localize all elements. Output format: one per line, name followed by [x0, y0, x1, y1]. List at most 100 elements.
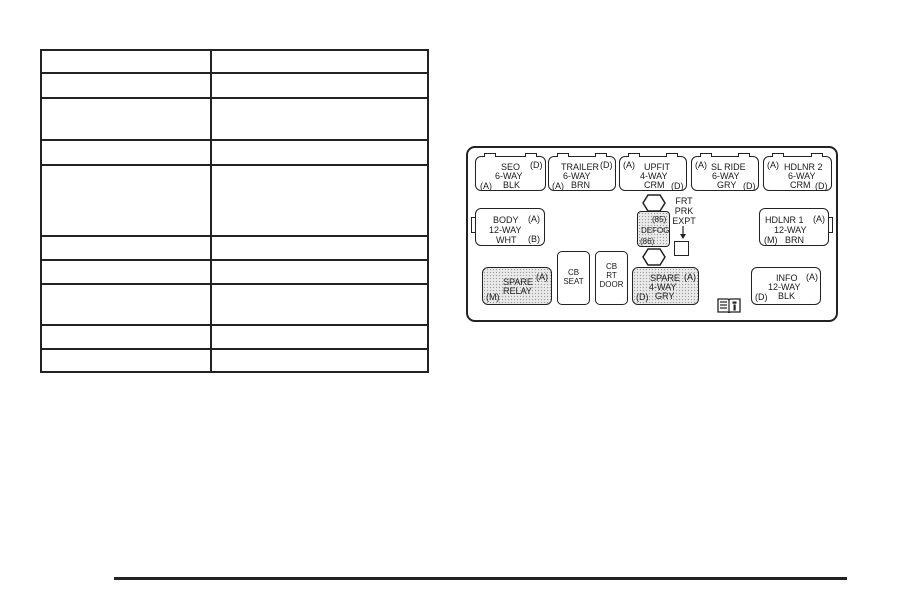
table-row: [40, 324, 429, 350]
upfit-label: UPFIT: [644, 162, 670, 172]
spare-relay-sublabel: RELAY: [503, 286, 532, 296]
table-cell: [40, 348, 212, 373]
info-color: BLK: [778, 291, 796, 301]
cb-seat-sublabel: SEAT: [563, 277, 584, 286]
info-connector: INFO (A) 12-WAY (D) BLK: [751, 267, 821, 305]
connector-tab: [829, 217, 833, 233]
connector-tab: [595, 153, 607, 157]
arrow-down-icon: [680, 226, 686, 239]
page-divider: [114, 577, 847, 580]
sl-ride-label: SL RIDE: [711, 162, 746, 172]
fuse-block-panel: [466, 146, 838, 322]
defog-pin-85: (85): [652, 215, 667, 224]
connector-tab: [484, 153, 496, 157]
table-cell: [210, 72, 429, 99]
body-pin-b: (B): [528, 234, 540, 244]
connector-tab: [525, 153, 537, 157]
prk-label: PRK: [674, 206, 694, 216]
defog-relay: (85) DEFOG (86): [637, 211, 670, 247]
connector-tab: [811, 153, 823, 157]
hdlnr2-label: HDLNR 2: [784, 162, 823, 172]
upfit-color: CRM: [644, 180, 665, 190]
spare-relay-label: SPARE: [503, 277, 533, 287]
spare-4way-ways: 4-WAY: [649, 282, 677, 292]
frt-prk-expt-fuse: [674, 241, 689, 256]
upfit-connector: (A) UPFIT 4-WAY CRM (D): [619, 153, 687, 191]
trailer-pin-a: (A): [552, 181, 564, 191]
owner-manual-icon: [717, 298, 741, 313]
table-row: [40, 235, 429, 261]
info-label: INFO: [776, 273, 798, 283]
connector-tab: [772, 153, 784, 157]
sl-ride-color: GRY: [717, 180, 737, 190]
hdlnr1-label: HDLNR 1: [765, 215, 804, 225]
seo-pin-a: (A): [480, 181, 492, 191]
upfit-ways: 4-WAY: [640, 171, 668, 181]
seo-color: BLK: [503, 180, 521, 190]
connector-tab: [557, 153, 569, 157]
body-ways: 12-WAY: [489, 225, 522, 235]
body-label: BODY: [493, 215, 519, 225]
connector-tab: [666, 153, 678, 157]
table-cell: [40, 164, 212, 237]
hdlnr2-pin-d: (D): [815, 181, 828, 191]
spare-4way-color: GRY: [655, 291, 675, 301]
sl-ride-pin-a: (A): [695, 160, 707, 170]
spare-4way-pin-a: (A): [684, 272, 696, 282]
connector-tab: [700, 153, 712, 157]
table-cell: [40, 97, 212, 141]
hdlnr1-pin-m: (M): [764, 235, 778, 245]
table-cell: [210, 348, 429, 373]
table-cell: [210, 324, 429, 350]
cb-rt-door-breaker: CB RT DOOR: [595, 251, 628, 305]
hexagon-icon: [642, 194, 666, 212]
table-cell: [210, 283, 429, 326]
spare-relay-pin-m: (M): [486, 292, 500, 302]
trailer-ways: 6-WAY: [563, 171, 591, 181]
body-color: WHT: [496, 235, 517, 245]
table-row: [40, 164, 429, 237]
table-cell: [210, 139, 429, 166]
spare-4way-label: SPARE: [650, 273, 680, 283]
spare-4way-pin-d: (D): [636, 292, 649, 302]
body-connector: BODY (A) 12-WAY WHT (B): [471, 208, 545, 246]
spare-relay-connector: SPARE (A) RELAY (M): [482, 267, 552, 305]
frt-prk-expt-label: FRT PRK EXPT: [672, 196, 696, 226]
seo-connector: SEO (D) 6-WAY (A) BLK: [475, 153, 546, 191]
table-row: [40, 97, 429, 141]
expt-label: EXPT: [672, 216, 696, 226]
body-pin-a: (A): [528, 214, 540, 224]
table-row: [40, 139, 429, 166]
table-cell: [40, 49, 212, 74]
table-cell: [40, 283, 212, 326]
hdlnr2-pin-a: (A): [767, 160, 779, 170]
table-row: [40, 49, 429, 74]
info-pin-d: (D): [755, 292, 768, 302]
table-row: [40, 348, 429, 373]
hdlnr2-ways: 6-WAY: [788, 171, 816, 181]
connector-tab: [471, 217, 475, 233]
sl-ride-pin-d: (D): [743, 181, 756, 191]
cb-seat-breaker: CB SEAT: [557, 251, 590, 305]
hexagon-icon: [642, 248, 666, 266]
defog-label: DEFOG: [641, 226, 670, 235]
upfit-pin-d: (D): [671, 181, 684, 191]
table-cell: [40, 139, 212, 166]
trailer-connector: TRAILER (D) 6-WAY (A) BRN: [548, 153, 616, 191]
table-cell: [210, 164, 429, 237]
seo-pin-d: (D): [530, 160, 543, 170]
connector-tab: [738, 153, 750, 157]
frt-label: FRT: [675, 196, 693, 206]
cb-rt-door-sublabel: RT: [606, 271, 617, 280]
table-cell: [40, 235, 212, 261]
hdlnr2-connector: (A) HDLNR 2 6-WAY CRM (D): [763, 153, 832, 191]
seo-label: SEO: [501, 162, 521, 172]
upfit-pin-a: (A): [623, 160, 635, 170]
connector-tab: [628, 153, 640, 157]
table-cell: [210, 259, 429, 285]
cb-rt-door-sublabel2: DOOR: [599, 280, 624, 289]
table-cell: [210, 49, 429, 74]
sl-ride-connector: (A) SL RIDE 6-WAY GRY (D): [691, 153, 759, 191]
info-pin-a: (A): [806, 272, 818, 282]
defog-pin-86: (86): [640, 237, 655, 246]
